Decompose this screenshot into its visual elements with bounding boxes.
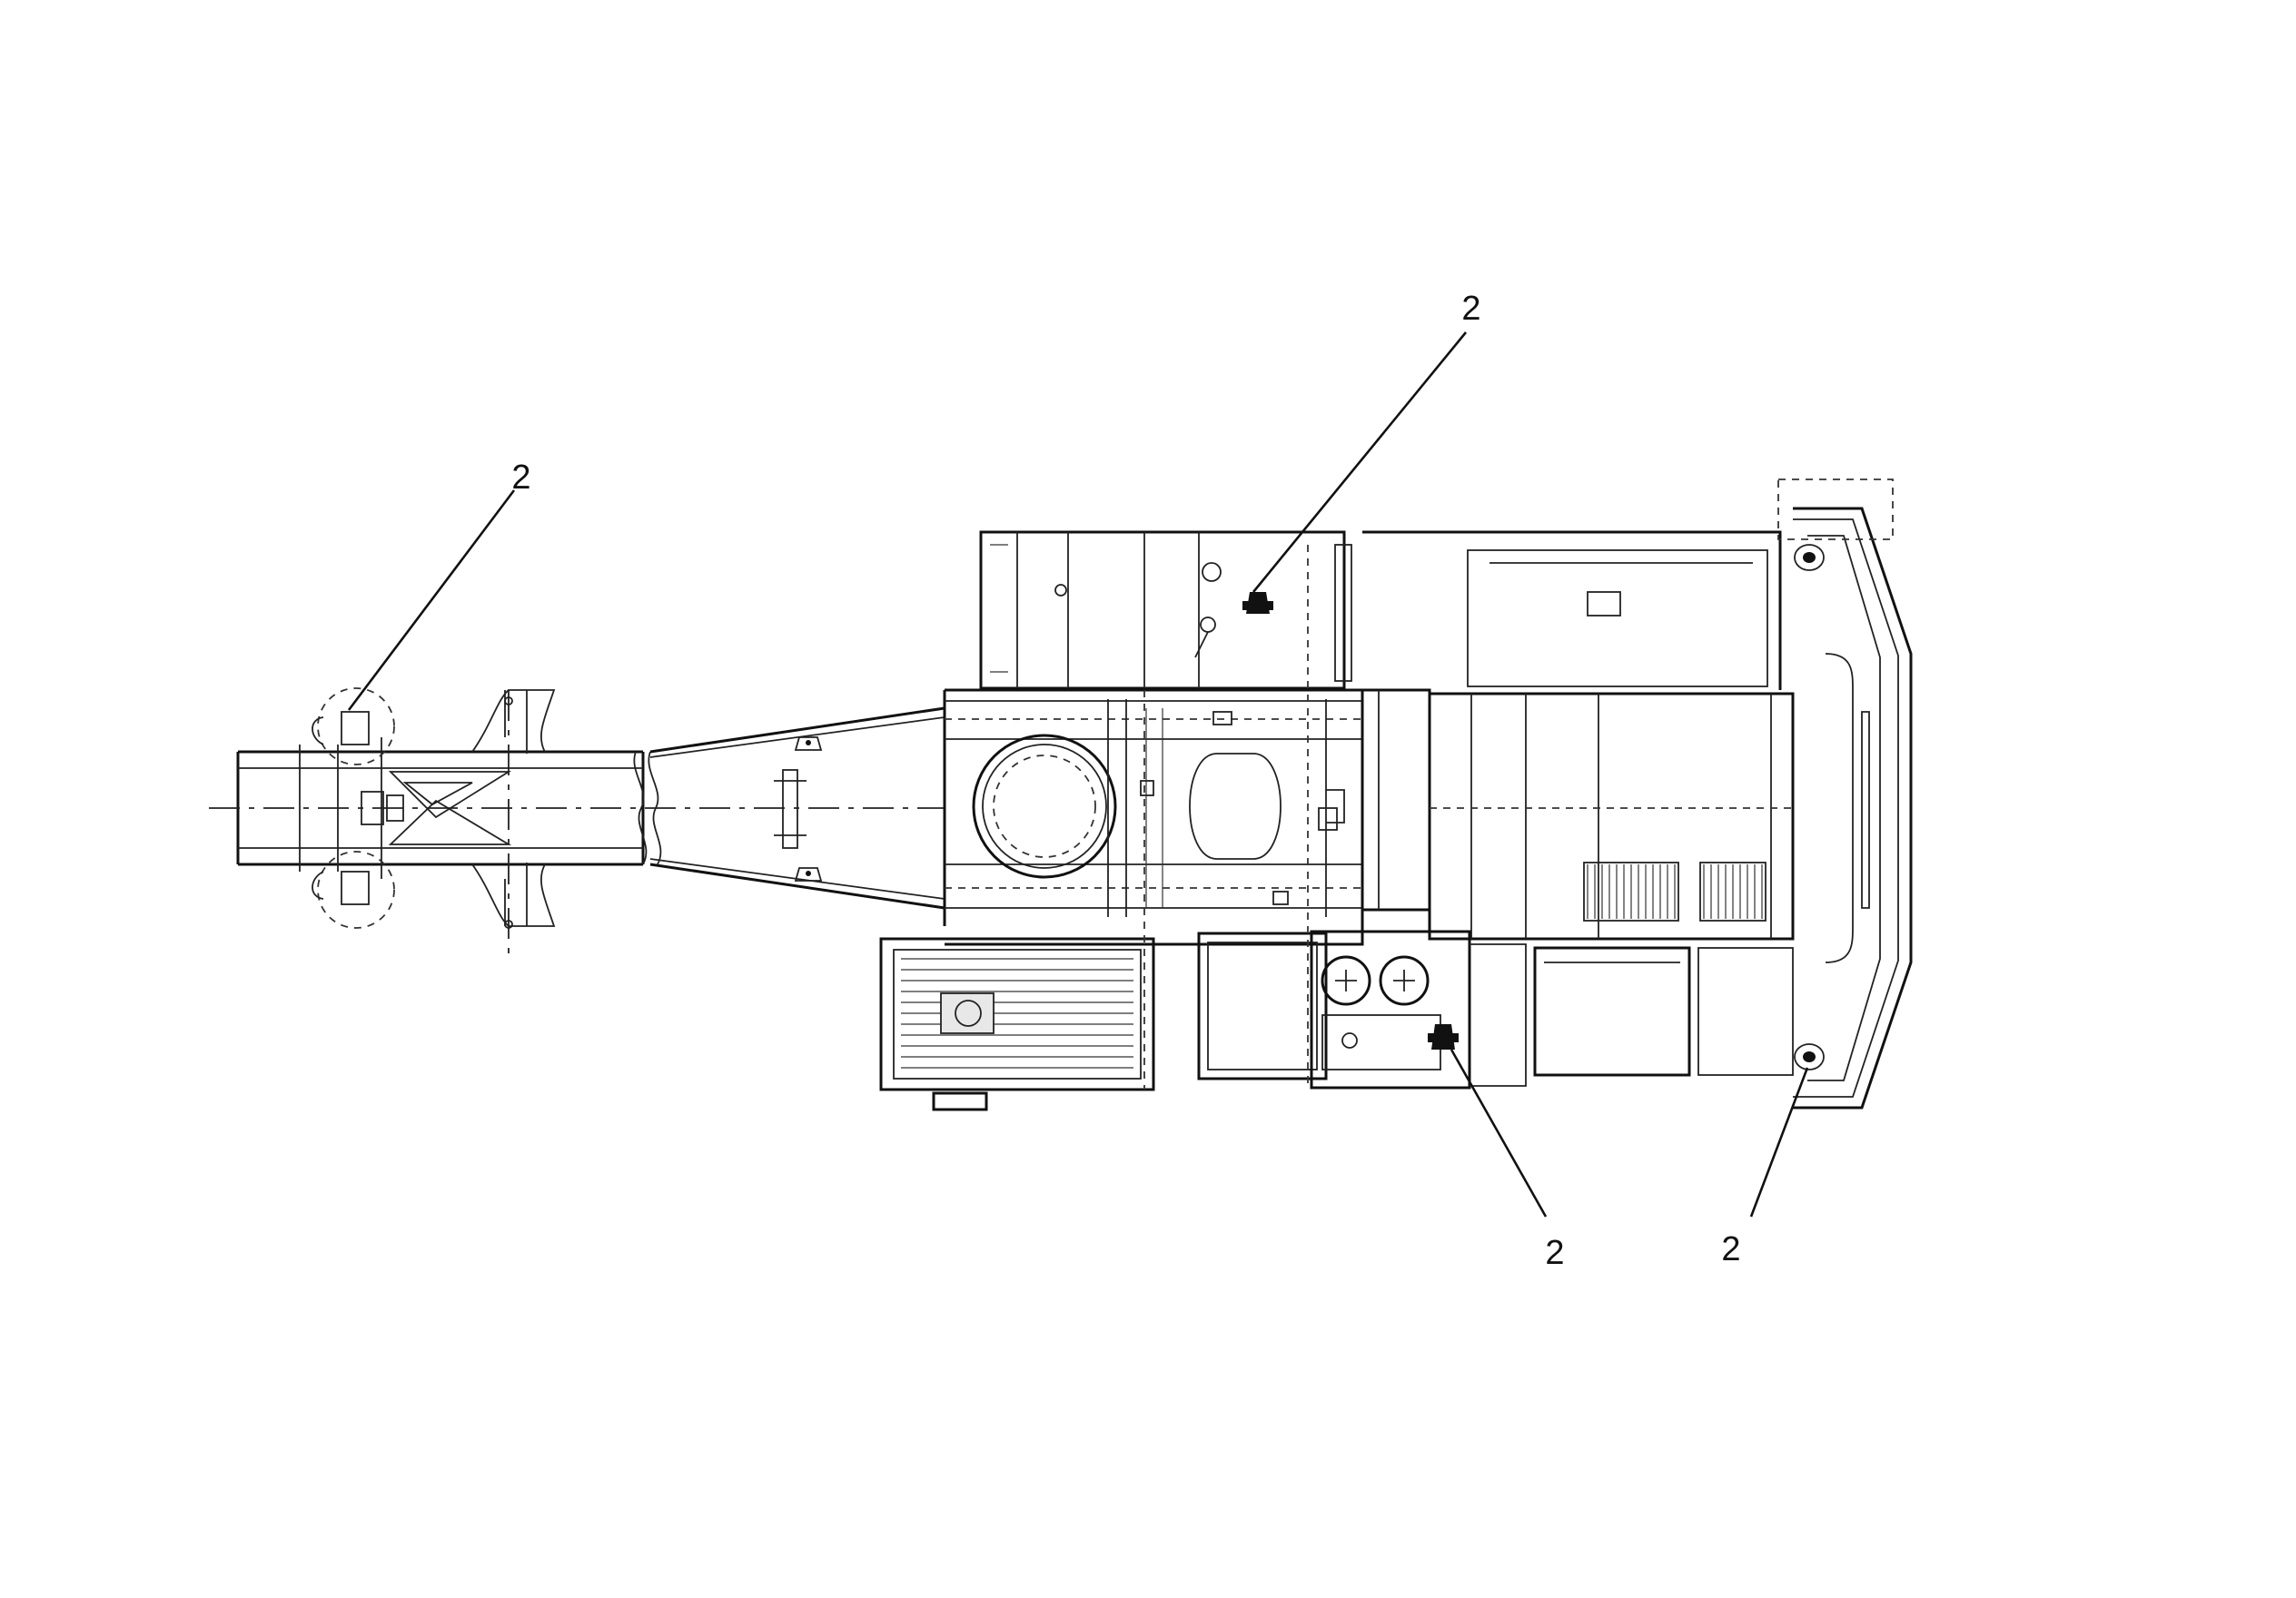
leader-boom [347,489,516,711]
center-frame [1361,688,1431,912]
leader-lower-handle [1450,1049,1548,1218]
handle-marker-lower [1428,1024,1459,1050]
boom-assembly [209,687,945,953]
side-tank [879,937,1155,1111]
engine-block [1428,692,1795,941]
slew-ring [972,734,1117,879]
leader-counterweight [1749,1067,1809,1218]
battery-compartment [1197,930,1527,1090]
marker-plate-top [341,711,370,745]
handle-marker-upper [1242,592,1273,614]
leader-upper-handle [1252,331,1468,593]
counterweight [1777,478,1913,1110]
upper-structure [943,688,1431,946]
radiator-fins [1583,862,1767,922]
callout-label-counterweight: 2 [1721,1230,1740,1268]
callout-label-lower-handle: 2 [1545,1234,1564,1272]
cab-unit [979,530,1352,690]
lifting-eye-top [1794,544,1825,571]
marker-circle-top [317,687,395,765]
gauge-right [1379,955,1430,1006]
marker-circle-bottom [317,851,395,929]
engine-compartment [1362,530,1795,1077]
lifting-eye-bottom [1794,1043,1825,1070]
callout-labels: 2 2 2 2 [511,290,1740,1272]
callout-label-boom: 2 [511,459,530,497]
callout-leaders [347,331,1809,1218]
callout-label-upper-handle: 2 [1461,290,1480,328]
gauge-left [1321,955,1371,1006]
arm-section [649,706,945,910]
marker-plate-bottom [341,871,370,905]
